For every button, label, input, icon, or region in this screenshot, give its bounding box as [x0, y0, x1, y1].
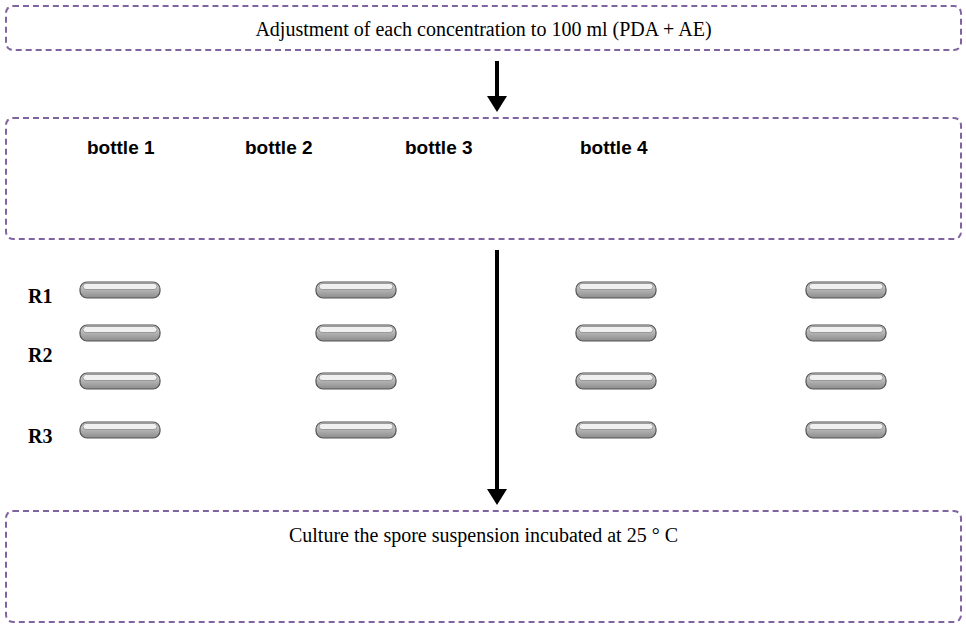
bottle-label: bottle 3 — [405, 137, 473, 159]
flow-arrow — [495, 250, 499, 497]
dish-column — [806, 282, 886, 438]
replicate-label: R1 — [28, 285, 52, 308]
arrow-head — [487, 96, 507, 112]
dish-column — [576, 282, 656, 438]
bottles-box: bottle 1 bottle 2 bottle 3 bottle 4 — [5, 117, 962, 240]
bottle-label: bottle 2 — [245, 137, 313, 159]
bottle-label: bottle 4 — [580, 137, 648, 159]
bottle-label: bottle 1 — [87, 137, 155, 159]
arrow-head — [487, 489, 507, 505]
dish-column — [80, 282, 160, 438]
dish-column — [316, 282, 396, 438]
step-box: Adjustment of each concentration to 100 … — [5, 5, 962, 51]
step-box: Culture the spore suspension incubated a… — [5, 510, 962, 623]
replicate-label: R2 — [28, 344, 52, 367]
step-text: Culture the spore suspension incubated a… — [289, 524, 678, 547]
replicate-label: R3 — [28, 425, 52, 448]
step-text: Adjustment of each concentration to 100 … — [255, 18, 711, 41]
